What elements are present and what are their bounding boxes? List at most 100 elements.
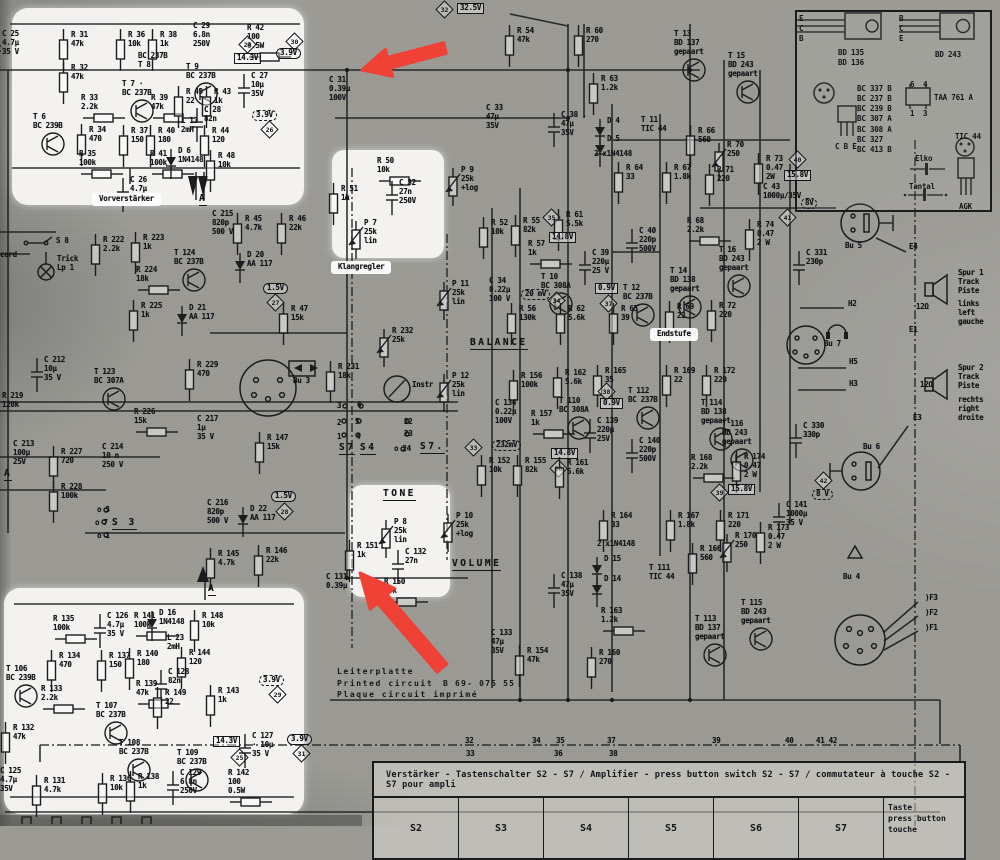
- comp-r-34: R 34 470: [76, 124, 106, 166]
- pcb-pin-number: 38: [609, 749, 618, 758]
- comp-c-25: C 25 4.7µ 35 V: [0, 29, 19, 56]
- terminal-f2: )F2: [925, 608, 938, 617]
- annotation-label-klangregler: Klangregler: [331, 261, 392, 274]
- comp-c-138: C 138 47µ 35V: [548, 571, 583, 608]
- pcb-note-lines: Leiterplatte Printed circuit Plaque circ…: [337, 667, 479, 700]
- comp-bu-5: Bu 5: [845, 241, 862, 250]
- annotation-arrow-top: [360, 41, 448, 78]
- legend-tantal: Tantal: [909, 182, 935, 191]
- comp-6: 6: [357, 400, 362, 409]
- comp-r-43: R 43 1k: [201, 86, 231, 128]
- comp-r-148: R 148 10k: [189, 610, 223, 652]
- comp-c-331: C 331 230p: [793, 248, 828, 285]
- comp-r-45: R 45 4.7k: [232, 213, 262, 255]
- comp-c-140: C 140 220p 500V: [626, 436, 661, 473]
- comp-t-106: T 106 BC 239B: [6, 664, 38, 708]
- pcb-note-code: B 69- 075 55: [443, 679, 516, 688]
- comp-23: 23: [404, 429, 413, 438]
- terminal-h5: H5: [849, 357, 858, 366]
- comp-instr: Instr: [412, 380, 434, 389]
- meter-icon: [383, 375, 411, 403]
- comp-a: A: [199, 193, 208, 207]
- comp-c-28: C 28 82n: [191, 105, 221, 142]
- comp-d-14: D 14: [592, 574, 621, 607]
- comp-r-168: R 168 2.2k: [691, 453, 735, 483]
- pcb-pin-number: 41 42: [816, 736, 838, 745]
- legend-pins-right: B C E: [899, 14, 904, 44]
- comp-r-155: R 155 82k: [512, 455, 546, 497]
- comp-20-mv: 20 mV: [521, 289, 551, 300]
- comp-c-126: C 126 4.7µ 35 V: [94, 611, 129, 648]
- comp-r-65: R 65 39: [608, 303, 638, 345]
- comp-cord: cord: [0, 250, 17, 259]
- comp-r-166: R 166 560: [687, 543, 721, 585]
- comp-d-5: D 5: [595, 134, 620, 167]
- comp-p-7: P 7 25k lin: [348, 218, 377, 259]
- comp-r-152: R 152 10k: [476, 455, 510, 497]
- pcb-pin-number: 37: [607, 736, 616, 745]
- legend-elko: Elko: [915, 154, 933, 163]
- comp-r-232: R 232 25k: [376, 326, 413, 367]
- comp-r-41: R 41 100k: [150, 149, 194, 179]
- speaker-icon: [924, 273, 948, 401]
- comp-c-125: C 125 4.7µ 35V: [0, 766, 22, 793]
- comp-c-215: C 215 820p 500 V: [212, 209, 234, 236]
- component-legend-box: E C B BD 135 BD 136 B C E BD 243 BC 337 …: [795, 10, 992, 212]
- comp-2-x1n4148: 2 x1N4148: [594, 149, 632, 158]
- comp-r-141: R 141 100k: [134, 611, 178, 641]
- comp-c-43: C 43 1000µ/35V: [763, 182, 801, 200]
- comp-d-22: D 22 AA 117: [238, 504, 276, 537]
- comp-r-163: R 163 1.2k: [601, 606, 645, 636]
- comp-r-70: R 70 250: [711, 140, 744, 181]
- comp-a: A: [208, 583, 217, 597]
- comp-t-124: T 124 BC 237B: [174, 248, 206, 292]
- comp-r-133: R 133 2.2k: [41, 684, 85, 714]
- comp-r-138: R 138 1k: [125, 771, 159, 813]
- comp-trick: Trick Lp 1: [57, 254, 79, 272]
- comp-r-171: R 171 220: [715, 510, 749, 552]
- comp-3-9v: 3.9V: [287, 734, 312, 745]
- comp-t-7: T 7 · BC 237B: [122, 79, 154, 123]
- highlight-box-tone-control-1: [332, 150, 444, 258]
- comp-r-143: R 143 1k: [205, 685, 239, 727]
- comp-t-11: T 11 TIC 44: [641, 115, 667, 133]
- comp-14-3v: 14.3V: [234, 53, 262, 64]
- comp-a: A: [4, 468, 13, 482]
- highlight-box-preamp-1: [12, 8, 304, 205]
- comp-r-54: R 54 47k: [504, 25, 534, 67]
- comp-p-10: P 10 25k +log: [440, 511, 473, 552]
- comp-2-x1n4148: 2 x1N4148: [597, 539, 635, 548]
- comp-5: 5: [355, 417, 360, 426]
- comp-r-40: R 40 180: [145, 125, 175, 167]
- comp-bu-4: Bu 4: [843, 572, 860, 581]
- comp-s7: S7: [339, 442, 356, 456]
- comp-t-109: T 109 BC 237B: [177, 748, 209, 792]
- comp-c-213: C 213 100µ 25V: [13, 439, 35, 466]
- comp-t-123: T 123 BC 307A: [94, 367, 126, 411]
- terminal-f1: )F1: [925, 623, 938, 632]
- comp-c-29: C 29 6.8n 250V: [193, 21, 210, 48]
- comp-r-60: R 60 270: [573, 25, 603, 67]
- pcb-pin-number: 33: [466, 749, 475, 758]
- comp-4: 4: [356, 432, 361, 441]
- comp-r-135: R 135 100k: [53, 614, 97, 644]
- terminal-f3: )F3: [925, 593, 938, 602]
- comp-c-139: C 139 220µ 25V: [584, 416, 619, 453]
- comp-r-140: R 140 180: [124, 648, 158, 690]
- comp-r-227: R 227 720: [48, 446, 82, 488]
- comp-r-62: R 62 5.6k: [555, 303, 585, 345]
- comp-c-40: C 40 220p 500V: [626, 226, 656, 263]
- comp-3: 3: [337, 401, 342, 410]
- comp-p-8: P 8 25k lin: [378, 517, 407, 558]
- comp-r-145: R 145 4.7k: [205, 548, 239, 590]
- terminal-e1: E1: [909, 325, 918, 334]
- comp-t-112: T 112 BC 237B: [628, 386, 660, 430]
- comp-c-38: C 38 . 47µ 35V: [548, 110, 587, 147]
- comp-r-223: R 223 1k: [130, 232, 164, 274]
- comp-c-217: C 217 1µ 35 V: [197, 414, 219, 441]
- comp-r-50: R 50 10k: [377, 156, 421, 186]
- comp-c-34: C 34 0.22µ 100 V: [489, 276, 511, 303]
- comp-3-9v: 3.9V: [259, 675, 284, 686]
